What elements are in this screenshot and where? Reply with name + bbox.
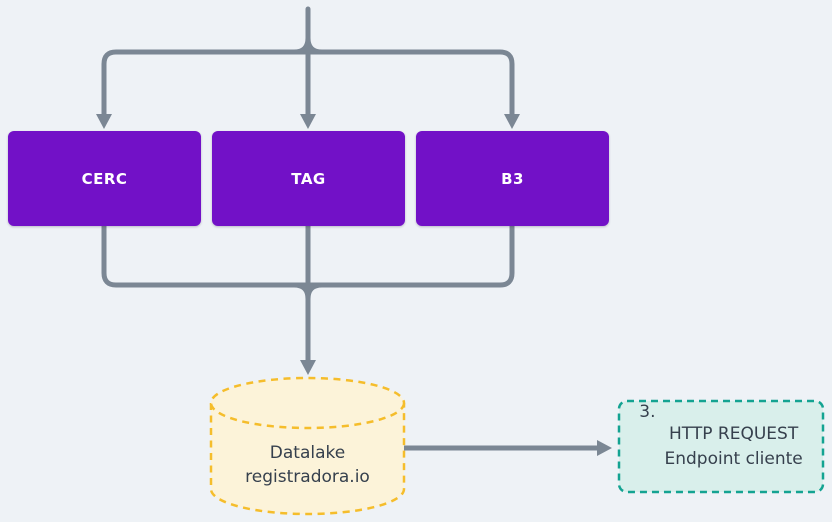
datalake-cylinder-body [209, 403, 406, 516]
arrowhead-to-b3 [504, 114, 520, 129]
endpoint-step-number: 3. [639, 402, 656, 422]
node-tag-label: TAG [291, 169, 326, 188]
node-b3-label: B3 [501, 169, 524, 188]
connector-top-branches [101, 49, 515, 115]
endpoint-box [617, 399, 825, 494]
arrowhead-to-endpoint [597, 440, 612, 456]
connector-fillet-merge-right [305, 282, 323, 300]
datalake-cylinder-top [209, 376, 406, 430]
datalake-label-line1: Datalake [269, 443, 346, 463]
datalake-label-line2: registradora.io [245, 467, 370, 487]
endpoint-title: HTTP REQUEST [669, 423, 799, 444]
endpoint-subtitle: Endpoint cliente [664, 448, 803, 469]
arrowhead-to-tag [300, 114, 316, 129]
node-tag: TAG [212, 131, 405, 226]
endpoint-label: 3. HTTP REQUEST Endpoint cliente [618, 400, 824, 493]
arrowhead-to-cerc [96, 114, 112, 129]
node-cerc: CERC [8, 131, 201, 226]
arrowhead-to-datalake [300, 360, 316, 375]
node-b3: B3 [416, 131, 609, 226]
node-cerc-label: CERC [81, 169, 128, 188]
connector-fillet-top-right [305, 37, 323, 55]
datalake-label: Datalake registradora.io [211, 441, 404, 489]
